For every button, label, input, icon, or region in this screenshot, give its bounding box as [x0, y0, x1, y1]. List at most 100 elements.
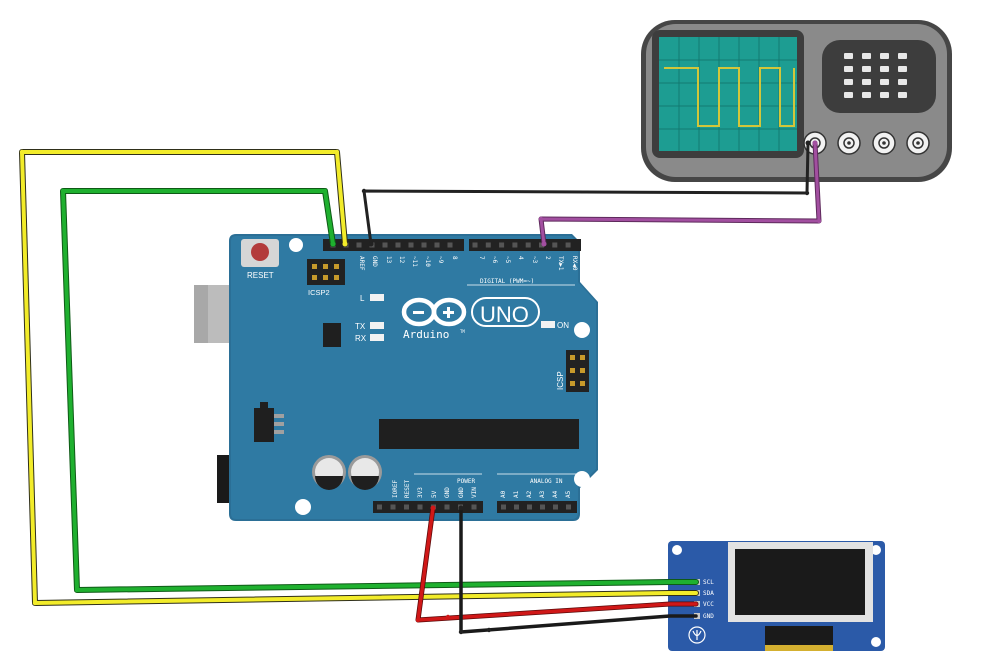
wire-yellow-sda-core[interactable] [20, 150, 698, 605]
digital-pwm-label: DIGITAL (PWM=~) [480, 278, 534, 285]
pin-label: 7 [478, 256, 485, 260]
mounting-hole [574, 471, 590, 487]
pin-label: GND [458, 487, 465, 498]
mounting-hole [295, 499, 311, 515]
wire-black-scope-gnd[interactable] [362, 141, 810, 246]
pin-hole [499, 242, 505, 248]
usb-chip [323, 323, 341, 347]
led-l-label: L [360, 294, 365, 303]
pin-label: VIN [471, 487, 478, 498]
keypad-buttons[interactable] [844, 53, 907, 98]
pin-label: 13 [385, 256, 392, 264]
led-on-label: ON [557, 321, 569, 330]
pin-hole [565, 242, 571, 248]
pin-label: 5V [431, 490, 438, 498]
wire-red-vcc-core[interactable] [416, 506, 698, 622]
bottom-pin-holes [377, 504, 571, 510]
pin-hole [408, 242, 414, 248]
pin-label: A3 [539, 490, 546, 498]
pin-hole [382, 242, 388, 248]
capacitor [312, 455, 346, 490]
led-l [370, 294, 384, 301]
voltage-regulator [254, 402, 284, 442]
arduino-infinity-logo-icon [401, 297, 467, 327]
pin-label: 3V3 [417, 487, 424, 498]
pin-label: 8 [451, 256, 458, 260]
pin-hole [434, 242, 440, 248]
atmega328-chip [379, 419, 579, 449]
capacitor [348, 455, 382, 490]
pin-label: IOREF [392, 480, 399, 498]
pin-label: ~6 [491, 256, 498, 264]
pin-hole [501, 504, 506, 510]
icsp2-label: ICSP2 [308, 288, 330, 297]
pin-hole [552, 242, 558, 248]
power-label: POWER [457, 478, 475, 485]
pin-label: 4 [517, 256, 524, 260]
oled-screen [735, 549, 865, 615]
pin-hole [472, 242, 478, 248]
pin-hole [417, 504, 423, 510]
oled-pin-label: SCL [703, 579, 714, 586]
wire-purple-signal-core[interactable] [539, 141, 821, 246]
pin-label: AREF [358, 256, 365, 271]
pin-hole [539, 242, 544, 248]
grove-logo-icon [688, 626, 706, 644]
led-tx-label: TX [355, 322, 366, 331]
scope-screen [659, 37, 797, 151]
wire-endpoints [19, 140, 822, 635]
analog-in-label: ANALOG IN [530, 478, 563, 485]
pin-label: 2 [544, 256, 551, 260]
pin-hole [421, 242, 427, 248]
pin-hole [356, 242, 362, 248]
pin-hole [527, 504, 532, 510]
pin-label: A1 [513, 490, 520, 498]
digital-header [323, 239, 581, 251]
oled-pin-label: SDA [703, 590, 714, 597]
pin-label: ~5 [504, 256, 511, 264]
square-wave-trace [664, 67, 795, 127]
analog-header [497, 501, 577, 513]
icsp2-header [307, 259, 345, 285]
pin-label: RX◀0 [571, 256, 578, 271]
pin-hole [447, 242, 453, 248]
wire-green-scl-core[interactable] [61, 189, 698, 592]
oscilloscope [641, 20, 952, 182]
pin-hole [404, 504, 409, 510]
mounting-hole [289, 238, 303, 252]
pin-label: RESET [404, 480, 411, 498]
pin-label: ~10 [424, 256, 431, 267]
pin-hole [525, 242, 531, 248]
pin-hole [540, 504, 545, 510]
pin-hole [471, 504, 477, 510]
wires [19, 140, 822, 634]
led-on [541, 321, 555, 328]
pin-hole [566, 504, 571, 510]
led-rx-label: RX [355, 334, 367, 343]
wire-black-oled-gnd[interactable] [459, 506, 698, 634]
pin-label: 12 [398, 256, 405, 264]
trademark-label: TM [460, 329, 465, 334]
pin-label: A5 [565, 490, 572, 498]
scope-grid [659, 37, 797, 151]
reset-button-cap[interactable] [251, 243, 269, 261]
pin-label: GND [371, 256, 378, 267]
pin-hole [514, 504, 519, 510]
pin-label: GND [444, 487, 451, 498]
power-header [373, 501, 483, 513]
model-label: UNO [480, 302, 529, 327]
reset-label: RESET [247, 271, 274, 280]
pin-label: TX▶1 [557, 256, 564, 271]
pin-label: ~11 [411, 256, 418, 267]
oled-pin-label: GND [703, 613, 714, 620]
pin-hole [395, 242, 401, 248]
pin-label: A2 [526, 490, 533, 498]
brand-label: Arduino [403, 328, 449, 341]
led-rx [370, 334, 384, 341]
icsp-header [566, 350, 589, 392]
